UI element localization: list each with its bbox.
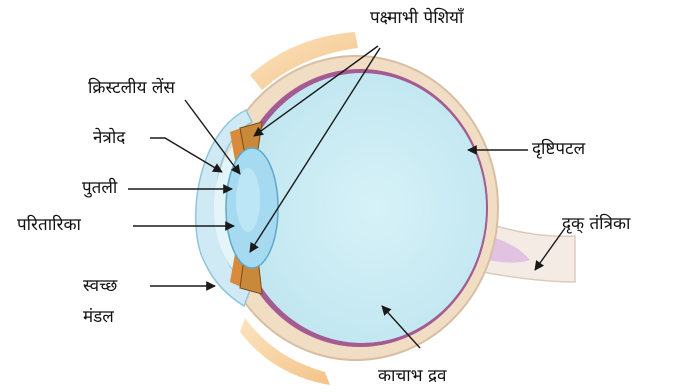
label-vitreous-humour: काचाभ द्रव [378, 366, 447, 386]
label-optic-nerve: दृक् तंत्रिका [562, 214, 630, 234]
label-ciliary-muscles: पक्ष्माभी पेशियाँ [370, 8, 463, 28]
label-retina: दृष्टिपटल [532, 139, 585, 159]
label-pupil: पुतली [82, 178, 117, 198]
label-cornea-line1: स्वच्छ [83, 276, 117, 296]
label-iris: परितारिका [17, 215, 81, 235]
label-aqueous-humour: नेत्रोद [93, 128, 125, 148]
label-crystalline-lens: क्रिस्टलीय लेंस [88, 78, 175, 98]
label-cornea-line2: मंडल [83, 307, 114, 327]
